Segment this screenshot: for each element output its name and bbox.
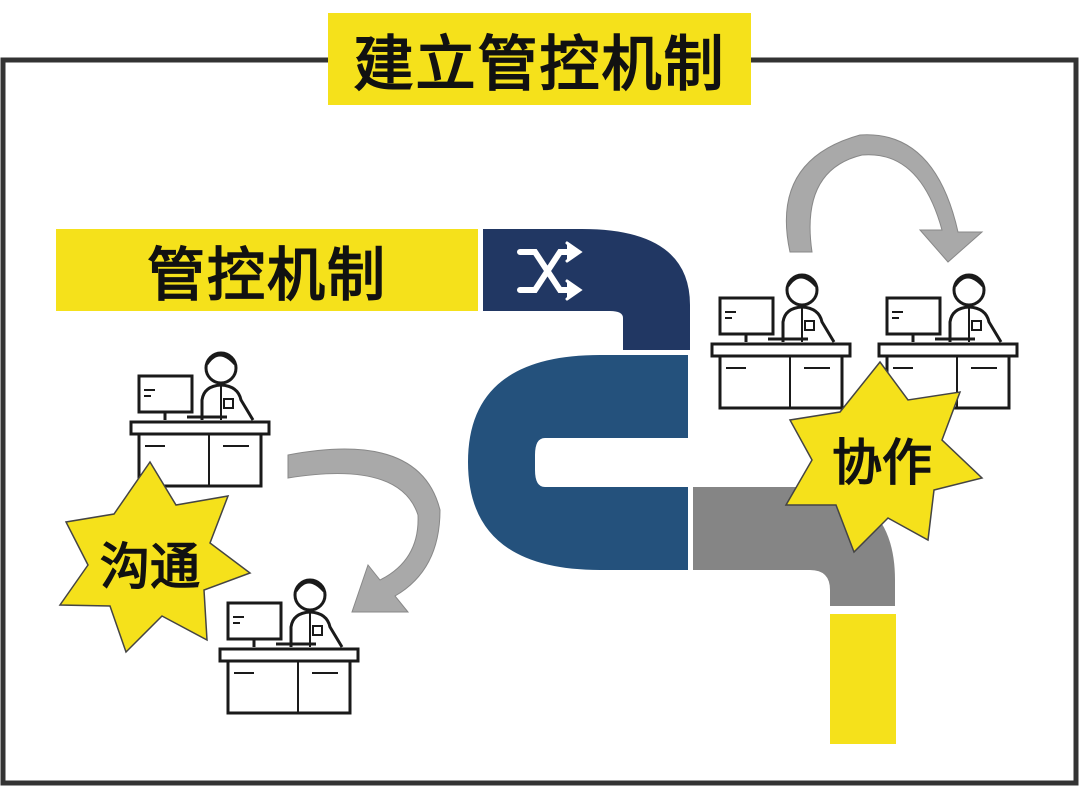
frame-border	[0, 57, 1079, 786]
shuffle-icon	[517, 241, 583, 301]
star-label-collaboration: 协作	[832, 434, 932, 492]
page-title: 建立管控机制	[353, 29, 726, 100]
curved-arrow-icon	[287, 448, 441, 613]
yellow-bar	[830, 614, 896, 744]
banner-bar	[56, 229, 478, 311]
worker-icon	[218, 578, 360, 715]
star-collaboration	[784, 360, 984, 554]
navy-hook	[483, 229, 690, 350]
banner-label: 管控机制	[146, 241, 387, 309]
title-box	[328, 13, 751, 105]
worker-icon	[710, 273, 852, 410]
star-label-communication: 沟通	[100, 538, 200, 596]
blue-c-shape	[468, 355, 688, 570]
curved-arrow-icon	[785, 134, 984, 263]
star-communication	[58, 460, 252, 654]
